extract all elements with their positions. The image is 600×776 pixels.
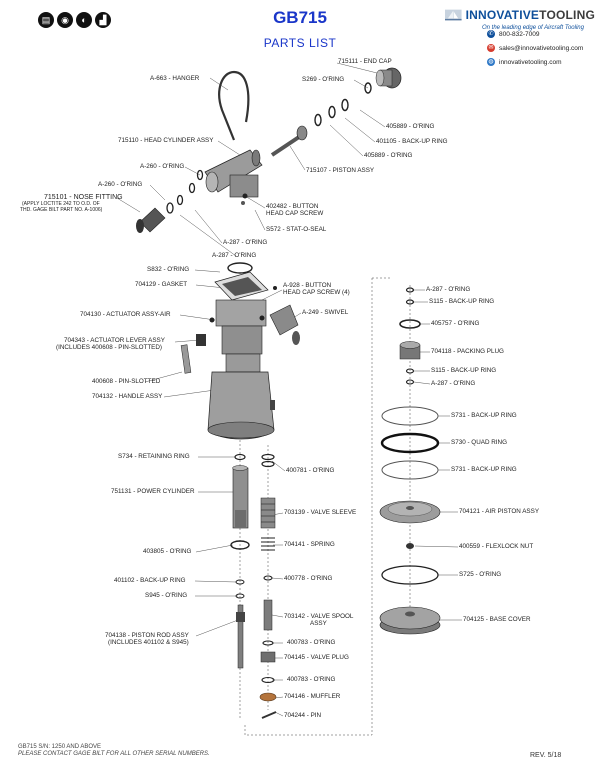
label-s734: S734 - RETAINING RING — [118, 453, 190, 460]
label-751131: 751131 - POWER CYLINDER — [111, 488, 195, 495]
sailboat-logo-icon — [445, 9, 462, 21]
label-715101-note-2: THD. GAGE BILT PART NO. A-1006) — [20, 207, 103, 213]
book-icon: ▤ — [38, 12, 54, 28]
label-s731-a: S731 - BACK-UP RING — [451, 412, 517, 419]
power-cylinder-illustration — [230, 453, 250, 669]
handle-assembly-illustration — [180, 262, 300, 440]
label-715101: 715101 - NOSE FITTING — [44, 194, 123, 201]
label-405889-a: 405889 - O'RING — [386, 123, 435, 130]
phone-icon: ✆ — [487, 30, 495, 38]
label-704129: 704129 - GASKET — [135, 281, 188, 288]
label-703139: 703139 - VALVE SLEEVE — [284, 509, 357, 516]
brand-logo: INNOVATIVETOOLING On the leading edge of… — [445, 4, 595, 31]
serial-note-line-2: PLEASE CONTACT GAGE BILT FOR ALL OTHER S… — [18, 751, 210, 757]
ear-protection-icon: ◐ — [76, 12, 92, 28]
label-402482-a: 402482 - BUTTON — [266, 203, 319, 210]
label-405757: 405757 - O'RING — [431, 320, 480, 327]
label-400608: 400608 - PIN-SLOTTED — [92, 378, 161, 385]
page-subtitle: PARTS LIST — [263, 36, 337, 50]
label-401102: 401102 - BACK-UP RING — [114, 577, 186, 584]
label-704132: 704132 - HANDLE ASSY — [92, 393, 163, 400]
label-715101-note-1: (APPLY LOCTITE 242 TO O.D. OF — [22, 201, 100, 207]
phone-contact[interactable]: ✆ 800-832-7009 — [487, 30, 540, 38]
label-703142-a: 703142 - VALVE SPOOL — [284, 613, 354, 620]
label-715110: 715110 - HEAD CYLINDER ASSY — [118, 137, 214, 144]
label-704138-a: 704138 - PISTON ROD ASSY — [105, 632, 189, 639]
page-title: GB715 — [273, 8, 327, 27]
air-piston-assembly-illustration — [379, 287, 441, 635]
label-a260-b: A-260 - O'RING — [98, 181, 143, 188]
label-400783-b: 400783 - O'RING — [287, 676, 336, 683]
revision-label: REV. 5/18 — [530, 752, 562, 759]
web-contact[interactable]: ◍ innovativetooling.com — [487, 58, 562, 66]
label-a287-c: A-287 - O'RING — [426, 286, 471, 293]
label-a260-a: A-260 - O'RING — [140, 163, 185, 170]
label-s115-b: S115 - BACK-UP RING — [431, 367, 497, 374]
label-715107: 715107 - PISTON ASSY — [306, 167, 375, 174]
globe-icon: ◍ — [487, 58, 495, 66]
label-s269: S269 - O'RING — [302, 76, 345, 83]
eye-protection-icon: ◉ — [57, 12, 73, 28]
label-s725: S725 - O'RING — [459, 571, 502, 578]
label-704145: 704145 - VALVE PLUG — [284, 654, 349, 661]
brand-name: INNOVATIVETOOLING — [465, 8, 595, 22]
label-704141: 704141 - SPRING — [284, 541, 335, 548]
label-704121: 704121 - AIR PISTON ASSY — [459, 508, 540, 515]
label-s115-a: S115 - BACK-UP RING — [429, 298, 495, 305]
label-704125: 704125 - BASE COVER — [463, 616, 531, 623]
serial-note: GB715 S/N: 1250 AND ABOVE PLEASE CONTACT… — [18, 744, 210, 758]
label-a287-d: A-287 - O'RING — [431, 380, 476, 387]
label-704343-b: (INCLUDES 400608 - PIN-SLOTTED) — [56, 344, 163, 351]
email-contact[interactable]: ✉ sales@innovativetooling.com — [487, 44, 584, 52]
label-715111: 715111 - END CAP — [338, 58, 392, 65]
serial-note-line-1: GB715 S/N: 1250 AND ABOVE — [18, 744, 102, 750]
label-704343-a: 704343 - ACTUATOR LEVER ASSY — [64, 337, 165, 344]
label-a928-b: HEAD CAP SCREW (4) — [283, 289, 350, 296]
label-a287-b: A-287 - O'RING — [212, 252, 257, 259]
label-704244: 704244 - PIN — [284, 712, 322, 719]
label-s945: S945 - O'RING — [145, 592, 188, 599]
label-a663: A-663 - HANGER — [150, 75, 200, 82]
label-405889-b: 405889 - O'RING — [364, 152, 413, 159]
label-704146: 704146 - MUFFLER — [284, 693, 341, 700]
label-401105: 401105 - BACK-UP RING — [376, 138, 448, 145]
label-400778: 400778 - O'RING — [284, 575, 333, 582]
label-a928-a: A-928 - BUTTON — [283, 282, 332, 289]
label-402482-b: HEAD CAP SCREW — [266, 210, 324, 217]
label-704138-b: (INCLUDES 401102 & S945) — [108, 639, 189, 646]
label-a249: A-249 - SWIVEL — [302, 309, 349, 316]
label-a287-a: A-287 - O'RING — [223, 239, 268, 246]
label-s832: S832 - O'RING — [147, 266, 190, 273]
label-703142-b: ASSY — [310, 620, 327, 627]
safety-icons: ▤ ◉ ◐ ▟ — [38, 12, 111, 28]
valve-stack-illustration — [259, 453, 277, 719]
label-s572: S572 - STAT-O-SEAL — [266, 226, 327, 233]
label-400783-a: 400783 - O'RING — [287, 639, 336, 646]
label-400781: 400781 - O'RING — [286, 467, 335, 474]
label-704130: 704130 - ACTUATOR ASSY-AIR — [80, 311, 171, 318]
label-403805: 403805 - O'RING — [143, 548, 192, 555]
boot-icon: ▟ — [95, 12, 111, 28]
label-704118: 704118 - PACKING PLUG — [431, 348, 504, 355]
label-s731-b: S731 - BACK-UP RING — [451, 466, 517, 473]
brand-tagline: On the leading edge of Aircraft Tooling — [482, 25, 584, 31]
head-assembly-illustration — [136, 67, 402, 233]
label-s730: S730 - QUAD RING — [451, 439, 507, 446]
email-icon: ✉ — [487, 44, 495, 52]
label-400559: 400559 - FLEXLOCK NUT — [459, 543, 534, 550]
